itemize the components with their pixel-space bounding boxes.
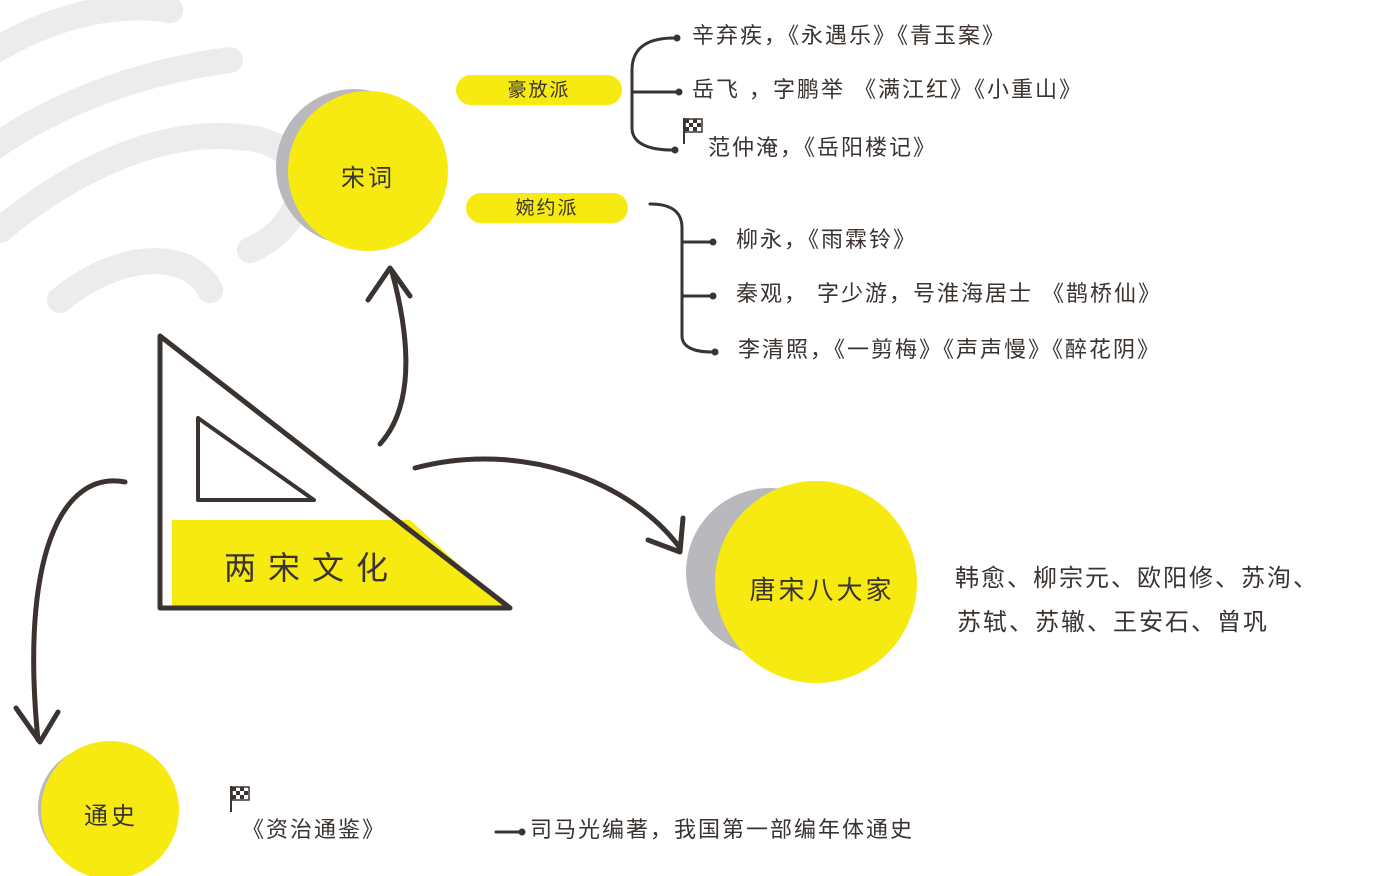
- flag-icon: [230, 786, 250, 812]
- root-label: 两宋文化: [224, 549, 401, 587]
- haofang-bracket: [630, 36, 676, 152]
- tangsong-label: 唐宋八大家: [749, 576, 895, 606]
- wanyue-item-3: 李清照，《一剪梅》《声声慢》《醉花阴》: [738, 338, 1162, 363]
- tangsong-circle: [715, 481, 917, 683]
- arrowhead-songci: [365, 265, 413, 303]
- tangsong-line-1: 韩愈、柳宗元、欧阳修、苏洵、: [955, 564, 1319, 592]
- tongshi-circle: [41, 741, 179, 876]
- haofang-item-3: 范仲淹，《岳阳楼记》: [708, 136, 938, 161]
- tongshi-book: 《资治通鉴》: [242, 818, 387, 843]
- songci-circle: [288, 91, 448, 251]
- tangsong-line-2: 苏轼、苏辙、王安石、曾巩: [957, 608, 1269, 636]
- wanyue-item-2: 秦观， 字少游，号淮海居士 《鹊桥仙》: [736, 282, 1162, 307]
- flag-icon: [683, 118, 703, 144]
- tongshi-desc: 司马光编著，我国第一部编年体通史: [530, 818, 915, 843]
- arrow-to-tangsong: [412, 456, 683, 551]
- haofang-item-1: 辛弃疾，《永遇乐》《青玉案》: [692, 24, 1007, 49]
- songci-label: 宋词: [341, 164, 395, 192]
- wanyue-bracket: [648, 202, 714, 354]
- arrow-to-tongshi: [31, 478, 128, 743]
- haofang-item-2: 岳飞 ，字鹏举 《满江红》《小重山》: [692, 78, 1083, 103]
- arrowhead-tongshi: [13, 705, 61, 745]
- tongshi-label: 通史: [84, 802, 138, 830]
- wanyue-item-1: 柳永，《雨霖铃》: [736, 228, 918, 253]
- arrow-to-songci: [377, 269, 409, 447]
- background-decoration: [0, 0, 315, 313]
- root-set-square: [157, 333, 513, 611]
- haofang-pill: 豪放派: [456, 75, 622, 105]
- arrowhead-tangsong: [645, 515, 686, 555]
- wanyue-pill: 婉约派: [466, 193, 628, 223]
